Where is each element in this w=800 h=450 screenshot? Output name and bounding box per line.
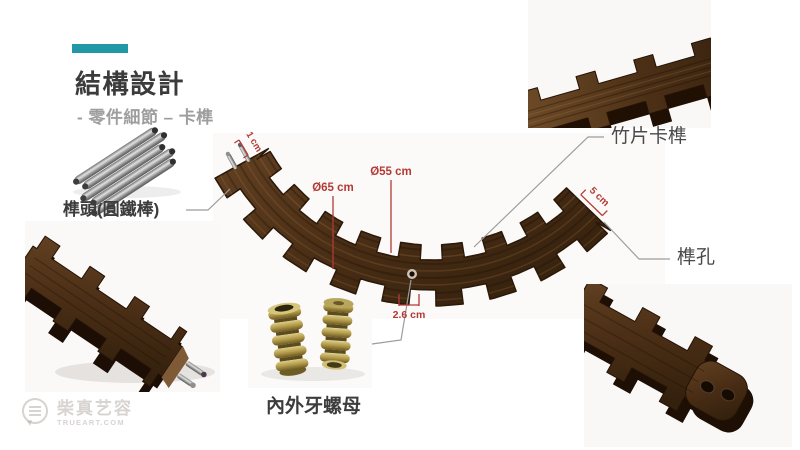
measure-text-26: 2.6 cm xyxy=(393,309,426,321)
mortise-holes-icon xyxy=(700,380,736,402)
accent-bar xyxy=(72,44,128,53)
bamboo-label-line xyxy=(473,136,604,248)
metal-pins-icon xyxy=(177,361,207,389)
nut-label: 內外牙螺母 xyxy=(266,396,362,417)
threaded-inserts-icon xyxy=(261,298,365,381)
measure-bracket-1 xyxy=(234,139,249,159)
watermark-text: 柴真艺容 xyxy=(57,398,133,418)
hole-label-line xyxy=(603,221,670,260)
bamboo-label: 竹片卡榫 xyxy=(611,126,688,147)
nut-label-line xyxy=(371,279,412,345)
iron-rods-icon xyxy=(73,127,181,216)
wood-closeup-bottom-right xyxy=(584,284,754,433)
wood-closeup-top-right xyxy=(528,37,711,128)
inserts-photo xyxy=(248,282,372,388)
measure-text-65: Ø65 cm xyxy=(312,182,354,194)
rod-label-line xyxy=(186,188,231,211)
wood-closeup-bottom-left xyxy=(25,235,215,392)
measure-text-55: Ø55 cm xyxy=(370,166,412,178)
page-subtitle: - 零件細節 – 卡榫 xyxy=(77,108,214,127)
arc-metal-pins-icon xyxy=(225,142,251,170)
hole-label: 榫孔 xyxy=(677,247,716,268)
measure-bracket-5 xyxy=(580,189,608,217)
watermark: 柴真艺容 TRUEART.COM xyxy=(18,396,133,430)
page-title: 結構設計 xyxy=(75,69,186,99)
rod-label: 榫頭(圓鐵棒) xyxy=(63,200,160,219)
watermark-site: TRUEART.COM xyxy=(57,417,125,427)
watermark-icon xyxy=(22,398,48,426)
measure-bracket-26 xyxy=(398,294,420,306)
center-hole-icon xyxy=(407,269,417,279)
